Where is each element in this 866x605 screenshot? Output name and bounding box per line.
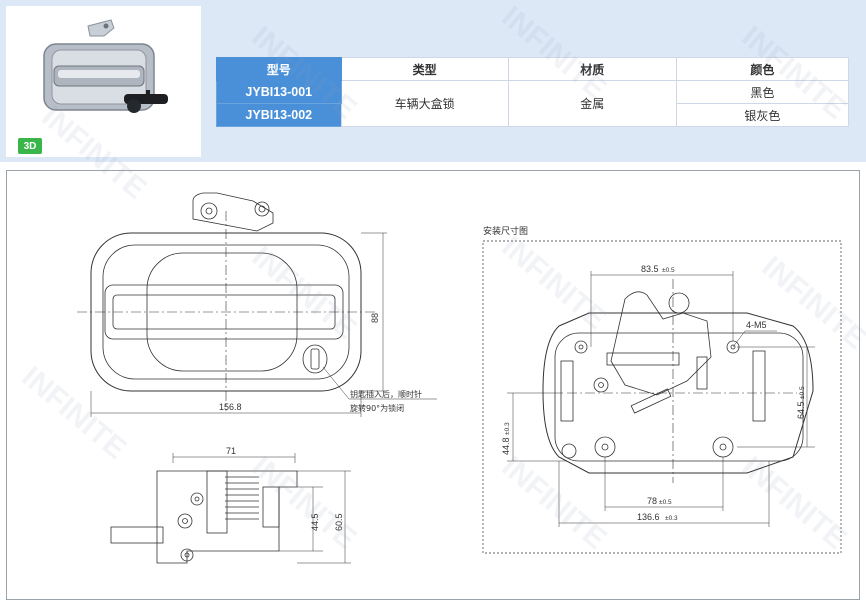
dim-83-5: 83.5 <box>641 264 659 274</box>
dim-136-6: 136.6 <box>637 512 660 522</box>
dim-78-tol: ±0.5 <box>659 499 672 506</box>
color-cell: 银灰色 <box>675 103 850 127</box>
dim-height-label: 88 <box>370 313 380 323</box>
dim-64-5-tol: ±0.5 <box>799 386 806 399</box>
note-line-2: 旋转90°为锁闭 <box>350 403 404 413</box>
material-cell: 金属 <box>507 80 677 127</box>
dim-83-5-tol: ±0.5 <box>662 267 675 274</box>
header-model: 型号 <box>216 57 342 81</box>
header-material: 材质 <box>507 57 677 81</box>
table-header-row: 型号 类型 材质 颜色 <box>216 57 850 81</box>
3d-badge[interactable]: 3D <box>18 138 42 154</box>
product-photo: 3D <box>6 6 201 157</box>
dim-64-5: 64.5 <box>796 401 806 419</box>
dim-side-top: 71 <box>226 446 236 456</box>
dim-78: 78 <box>647 496 657 506</box>
drawing-canvas: 156.8 88 钥匙插入后，顺时针 旋转90°为锁闭 71 <box>77 192 842 564</box>
dim-44-8-tol: ±0.3 <box>504 422 511 435</box>
install-dashed-frame <box>482 240 842 554</box>
table-row: JYBI13-002 银灰色 <box>216 103 850 127</box>
lock-photo-illustration <box>43 19 168 113</box>
table-row: JYBI13-001 车辆大盒锁 金属 黑色 <box>216 80 850 127</box>
dim-side-60-5: 60.5 <box>334 513 344 531</box>
install-title: 安装尺寸图 <box>483 225 528 237</box>
dim-136-6-tol: ±0.3 <box>665 515 678 522</box>
install-view: 83.5 ±0.5 4-M5 64.5 ±0.5 44.8 ±0.3 78 ±0… <box>501 264 815 527</box>
dim-side-44-5: 44.5 <box>310 513 320 531</box>
header-color: 颜色 <box>675 57 850 81</box>
model-cell: JYBI13-001 <box>216 80 342 104</box>
technical-drawing: 156.8 88 钥匙插入后，顺时针 旋转90°为锁闭 71 <box>6 170 860 600</box>
model-cell: JYBI13-002 <box>216 103 342 127</box>
front-view: 156.8 88 钥匙插入后，顺时针 旋转90°为锁闭 <box>77 192 437 417</box>
type-cell: 车辆大盒锁 <box>340 80 509 127</box>
dim-44-8: 44.8 <box>501 437 511 455</box>
note-line-1: 钥匙插入后，顺时针 <box>350 389 422 399</box>
side-view: 71 44.5 60.5 <box>110 446 351 564</box>
spec-table: 型号 类型 材质 颜色 JYBI13-001 车辆大盒锁 金属 黑色 JYBI1… <box>216 57 850 127</box>
header-type: 类型 <box>340 57 509 81</box>
color-cell: 黑色 <box>675 80 850 104</box>
product-info-band: 3D 型号 类型 材质 颜色 JYBI13-001 车辆大盒锁 金属 黑色 JY… <box>0 0 866 162</box>
dim-4m5: 4-M5 <box>746 320 767 330</box>
dim-width-label: 156.8 <box>219 402 242 412</box>
